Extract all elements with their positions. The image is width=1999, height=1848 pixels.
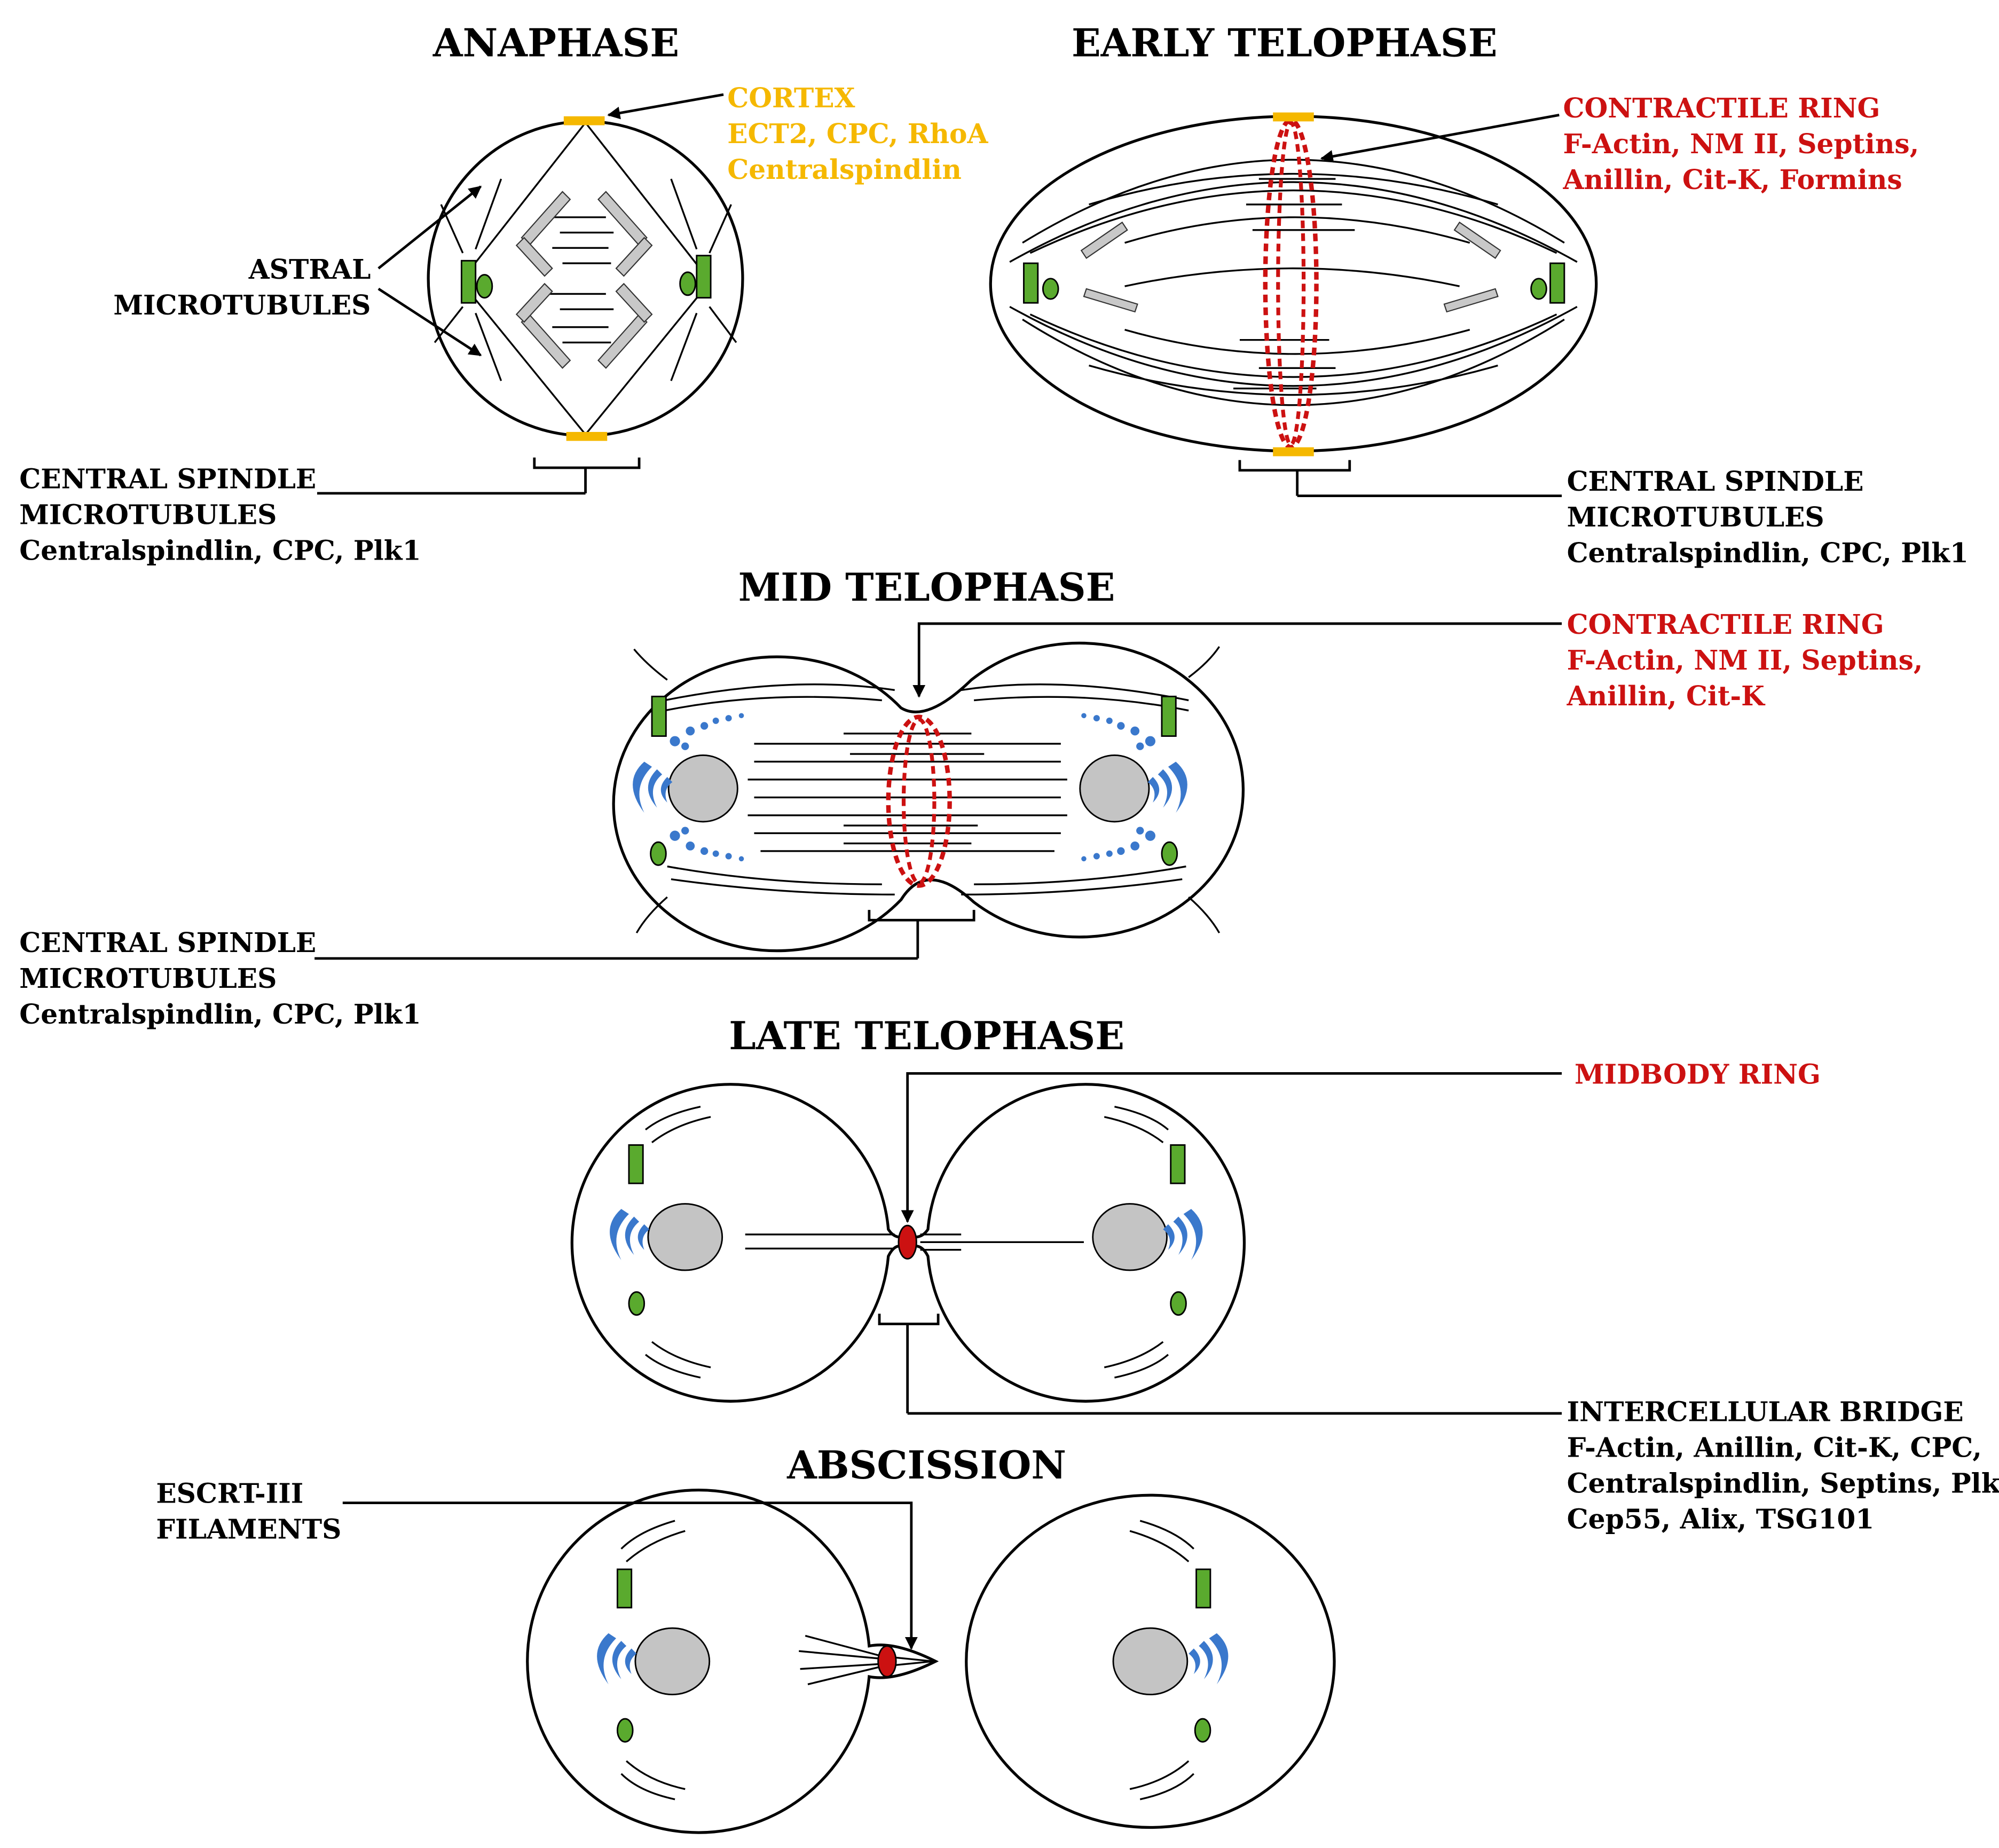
anaphase-cortex-bottom xyxy=(566,431,608,441)
early-telophase-cortex-top xyxy=(1273,112,1314,122)
label-mt-ring-line1: CONTRACTILE RING xyxy=(1567,609,1884,640)
label-ana-spindle-line3: Centralspindlin, CPC, Plk1 xyxy=(19,534,421,566)
astral-arrow-upper xyxy=(377,185,482,270)
label-mt-ring-line3: Anillin, Cit-K xyxy=(1567,680,1766,712)
anaphase-centrosome-right xyxy=(679,255,712,299)
late-telophase-microtubules xyxy=(644,1106,1169,1379)
abscission-cells xyxy=(342,1489,1336,1834)
abscission-centrosome-right xyxy=(1195,1568,1211,1609)
anaphase-spindle-fibers xyxy=(434,122,737,435)
label-et-ring-line2: F-Actin, NM II, Septins, xyxy=(1563,128,1919,160)
early-telophase-centrosome-left xyxy=(1023,262,1059,304)
late-telophase-nucleus-left xyxy=(647,1203,723,1271)
late-telophase-bridge-bracket xyxy=(878,1314,1562,1415)
label-bridge-line1: INTERCELLULAR BRIDGE xyxy=(1567,1396,1964,1427)
late-telophase-golgi-left xyxy=(610,1209,650,1260)
abscission-golgi-left xyxy=(597,1633,637,1685)
late-telophase-nucleus-right xyxy=(1092,1203,1168,1271)
label-mt-spindle-line1: CENTRAL SPINDLE xyxy=(19,927,316,958)
label-astral-line2: MICROTUBULES xyxy=(113,289,371,321)
early-telophase-ring-arrow xyxy=(1320,114,1560,163)
late-telophase-midbody-ring xyxy=(898,1224,917,1260)
label-et-spindle-line3: Centralspindlin, CPC, Plk1 xyxy=(1567,537,1969,569)
late-telophase-cell xyxy=(570,1072,1562,1415)
anaphase-chromosomes xyxy=(515,191,653,369)
mid-telophase-golgi-right xyxy=(1147,761,1187,813)
abscission-escrt-leader xyxy=(342,1501,918,1650)
label-cortex-line2: ECT2, CPC, RhoA xyxy=(727,118,988,150)
label-cortex-line3: Centralspindlin xyxy=(727,154,962,185)
abscission-nucleus-right xyxy=(1112,1627,1189,1696)
anaphase-centrosome-left xyxy=(460,259,493,304)
abscission-centriole-left xyxy=(616,1718,634,1743)
mid-telophase-centrosome-right xyxy=(1161,695,1177,737)
title-anaphase: ANAPHASE xyxy=(432,20,679,65)
mid-telophase-vesicles xyxy=(670,713,1155,862)
title-late-telophase: LATE TELOPHASE xyxy=(729,1013,1124,1058)
mid-telophase-golgi-left xyxy=(633,761,673,813)
label-mt-spindle-line3: Centralspindlin, CPC, Plk1 xyxy=(19,998,421,1030)
label-astral-line1: ASTRAL xyxy=(248,254,371,285)
late-telophase-centrosome-right xyxy=(1170,1144,1186,1184)
label-escrt-line2: FILAMENTS xyxy=(156,1514,341,1545)
late-telophase-centrosome-left xyxy=(628,1144,644,1184)
abscission-golgi-right xyxy=(1189,1633,1229,1685)
abscission-midbody xyxy=(877,1645,897,1678)
label-ana-spindle-line1: CENTRAL SPINDLE xyxy=(19,463,316,494)
label-et-spindle-line1: CENTRAL SPINDLE xyxy=(1567,466,1864,497)
label-bridge-line4: Cep55, Alix, TSG101 xyxy=(1567,1503,1875,1535)
early-telophase-microtubules xyxy=(1009,159,1578,406)
early-telophase-central-spindle-bracket xyxy=(1238,460,1562,498)
label-cortex-title: CORTEX xyxy=(727,82,855,114)
label-escrt-line1: ESCRT-III xyxy=(156,1478,303,1509)
abscission-nucleus-left xyxy=(634,1627,711,1696)
late-telophase-centriole-right xyxy=(1170,1291,1187,1316)
mid-telophase-microtubules xyxy=(633,646,1221,933)
early-telophase-cell-outline xyxy=(989,115,1598,453)
early-telophase-cell xyxy=(989,112,1598,498)
mid-telophase-cell xyxy=(314,622,1562,960)
label-midbody-ring: MIDBODY RING xyxy=(1575,1059,1821,1090)
anaphase-cortex-top xyxy=(563,116,605,125)
anaphase-cell xyxy=(317,93,744,495)
mid-telophase-nucleus-left xyxy=(667,754,738,823)
label-bridge-line3: Centralspindlin, Septins, Plk1, xyxy=(1567,1467,1999,1499)
mid-telophase-central-spindle-bracket xyxy=(314,910,975,960)
mid-telophase-centriole-left xyxy=(650,841,667,866)
title-mid-telophase: MID TELOPHASE xyxy=(738,565,1115,610)
label-et-ring-line1: CONTRACTILE RING xyxy=(1563,92,1880,124)
mid-telophase-ring-inner xyxy=(901,717,936,885)
early-telophase-centrosome-right xyxy=(1530,262,1565,304)
mid-telophase-ring-outer xyxy=(886,714,952,888)
abscission-centriole-right xyxy=(1194,1718,1211,1743)
mid-telophase-centriole-right xyxy=(1161,841,1178,866)
anaphase-central-spindle-bracket xyxy=(317,457,641,495)
label-et-spindle-line2: MICROTUBULES xyxy=(1567,501,1824,533)
mid-telophase-centrosome-left xyxy=(651,695,667,737)
early-telophase-contractile-ring-inner xyxy=(1276,121,1306,447)
mid-telophase-ring-leader xyxy=(912,622,1562,698)
late-telophase-midbody-leader xyxy=(901,1072,1562,1223)
label-mt-spindle-line2: MICROTUBULES xyxy=(19,963,277,994)
title-early-telophase: EARLY TELOPHASE xyxy=(1072,20,1498,65)
late-telophase-centriole-left xyxy=(628,1291,646,1316)
cortex-arrow xyxy=(607,93,724,120)
abscission-cell-left xyxy=(526,1489,939,1834)
label-et-ring-line3: Anillin, Cit-K, Formins xyxy=(1562,164,1902,195)
label-ana-spindle-line2: MICROTUBULES xyxy=(19,499,277,530)
early-telophase-chromosomes xyxy=(1080,221,1501,313)
abscission-centrosome-left xyxy=(616,1568,633,1609)
late-telophase-golgi-right xyxy=(1163,1209,1203,1260)
late-telophase-cell-left xyxy=(570,1083,901,1403)
title-abscission: ABSCISSION xyxy=(786,1443,1066,1488)
astral-arrow-lower xyxy=(377,287,482,357)
early-telophase-cortex-bottom xyxy=(1273,447,1314,457)
mid-telophase-nucleus-right xyxy=(1079,754,1150,823)
label-bridge-line2: F-Actin, Anillin, Cit-K, CPC, xyxy=(1567,1432,1982,1463)
label-mt-ring-line2: F-Actin, NM II, Septins, xyxy=(1567,644,1923,676)
